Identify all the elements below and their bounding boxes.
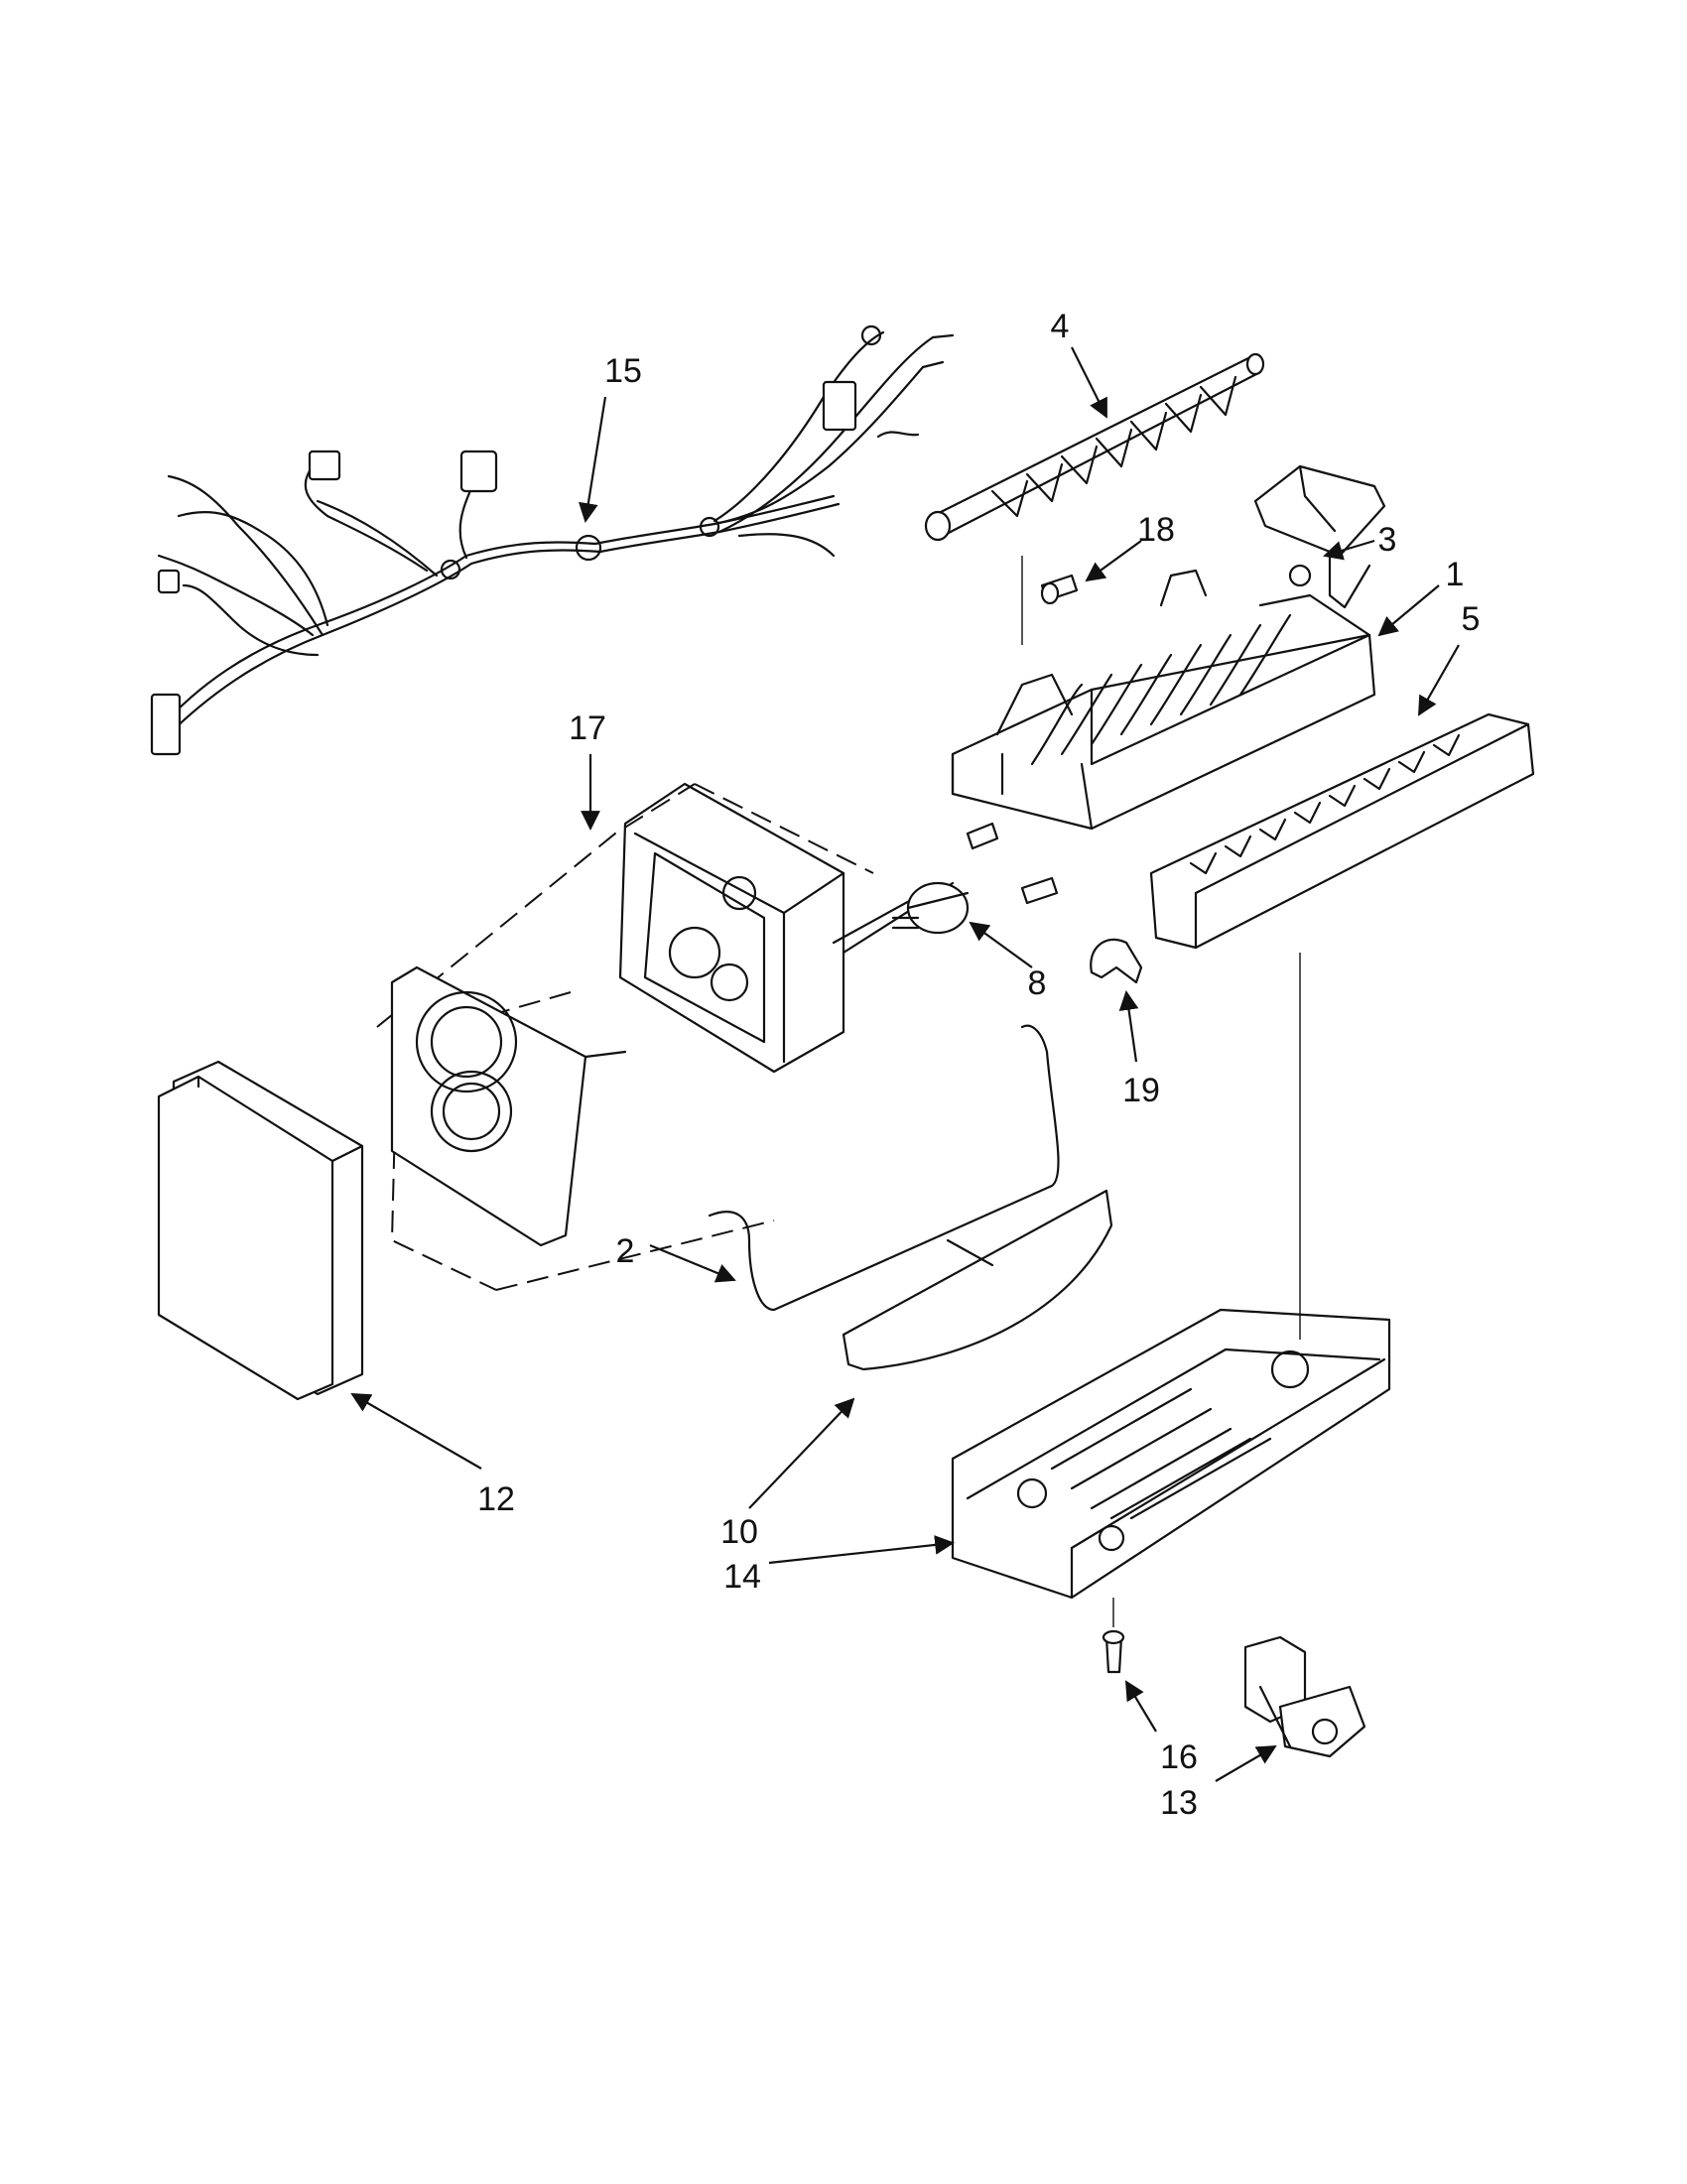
callout-3: 3: [1378, 521, 1397, 559]
callout-2: 2: [616, 1232, 635, 1270]
callout-17: 17: [569, 709, 606, 747]
screw-part-16: [1102, 1598, 1125, 1674]
housing-part-14: [951, 556, 1391, 1600]
callout-12: 12: [477, 1480, 515, 1518]
wire-harness-part-15: [150, 324, 955, 756]
thermostat-part-8: [891, 822, 1059, 935]
callout-15: 15: [604, 352, 642, 390]
callout-1: 1: [1446, 556, 1465, 593]
leader-lines: [350, 346, 1460, 1782]
water-valve-part-13: [1243, 1635, 1366, 1758]
callout-5: 5: [1462, 600, 1481, 638]
callout-18: 18: [1137, 511, 1175, 549]
screw-part-18: [1040, 574, 1079, 605]
clip-part-19: [1090, 938, 1143, 984]
callout-13: 13: [1160, 1784, 1198, 1822]
callout-4: 4: [1051, 308, 1070, 345]
mold-part-1: [951, 569, 1376, 831]
fill-cup-part-3: [1253, 464, 1386, 609]
stripper-part-5: [1149, 712, 1535, 950]
callout-19: 19: [1122, 1072, 1160, 1109]
callout-14: 14: [723, 1558, 761, 1596]
shutoff-arm-part-2: [708, 1024, 1060, 1312]
ejector-part-4: [924, 352, 1265, 542]
control-module-part-17: [376, 782, 955, 1291]
callout-8: 8: [1028, 964, 1047, 1002]
cover-part-12: [157, 1060, 364, 1401]
callout-labels: 1 2 3 4 5 8 10 12 13 14 15 16 17 18 19: [477, 308, 1480, 1822]
arm-guard-part-10: [842, 1189, 1113, 1371]
callout-16: 16: [1160, 1738, 1198, 1776]
callout-10: 10: [720, 1513, 758, 1551]
mounting-plate: [390, 965, 627, 1247]
